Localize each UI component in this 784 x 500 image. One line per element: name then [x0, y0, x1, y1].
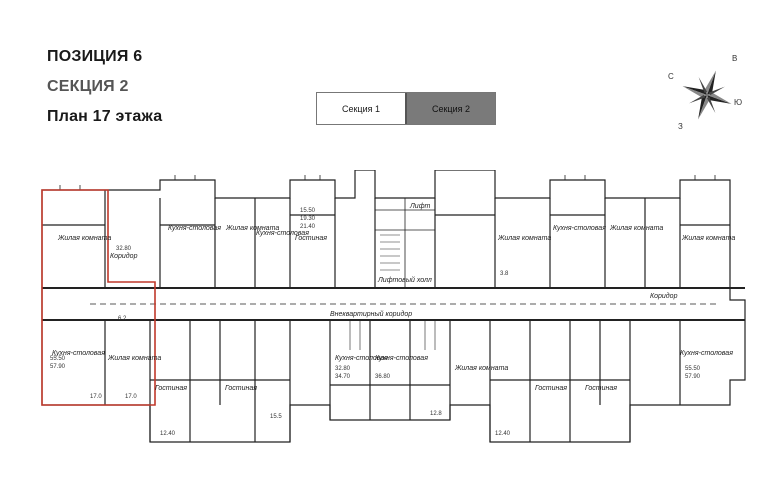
section-tabs: Секция 1 Секция 2: [316, 92, 496, 125]
label-living-7: Жилая комната: [454, 365, 508, 372]
label-kitchen-3: Кухня-столовая: [553, 225, 606, 232]
label-kitchen-4: Кухня-столовая: [52, 350, 105, 357]
label-kitchen-5: Кухня-столовая: [335, 355, 388, 362]
area-m: 57.90: [685, 374, 701, 380]
label-kitchen-7: Кухня-столовая: [680, 350, 733, 357]
area-b: 57.90: [50, 364, 66, 370]
label-kitchen-2: Кухня-столовая: [256, 230, 309, 237]
label-elevator: Лифт: [409, 203, 431, 210]
floor-plan-title: План 17 этажа: [47, 108, 163, 125]
area-l: 55.50: [685, 366, 701, 372]
area-j: 12.40: [160, 431, 176, 437]
area-a: 55.50: [50, 356, 66, 362]
area-h: 34.70: [335, 374, 351, 380]
compass-south: Ю: [734, 98, 743, 107]
compass-north: С: [668, 72, 674, 81]
compass-west: З: [678, 122, 683, 131]
tab-section-1[interactable]: Секция 1: [341, 103, 380, 114]
area-c: 32.80: [116, 246, 132, 252]
compass-east: В: [732, 54, 738, 63]
area-g: 32.80: [335, 366, 351, 372]
position-title: ПОЗИЦИЯ 6: [47, 48, 143, 65]
tab-section-2[interactable]: Секция 2: [405, 93, 495, 124]
label-lift-hall: Лифтовый холл: [377, 276, 432, 284]
area-o: 17.0: [125, 394, 137, 400]
area-q: 12.8: [430, 411, 442, 417]
label-corridor-1: Коридор: [110, 252, 138, 260]
area-i: 36.80: [375, 374, 391, 380]
compass-rose-icon: [682, 70, 732, 120]
floor-plan: Жилая комната Кухня-столовая Жилая комна…: [41, 170, 746, 443]
area-e: 19.30: [300, 216, 316, 222]
section-title: СЕКЦИЯ 2: [47, 78, 129, 95]
label-guest-2: Гостиная: [155, 385, 187, 392]
label-guest-3: Гостиная: [225, 385, 257, 392]
label-living-6: Жилая комната: [107, 355, 161, 362]
label-living-2: Жилая комната: [225, 225, 279, 232]
area-k: 12.40: [495, 431, 511, 437]
label-floor-corridor: Внеквартирный коридор: [330, 310, 412, 318]
label-living-4: Жилая комната: [609, 225, 663, 232]
label-kitchen-1: Кухня-столовая: [168, 225, 221, 232]
label-guest-5: Гостиная: [585, 385, 617, 392]
area-p: 15.5: [270, 414, 282, 420]
highlighted-apartment[interactable]: [41, 189, 156, 406]
area-d: 15.50: [300, 208, 316, 214]
area-f: 21.40: [300, 224, 316, 230]
area-r: 6.2: [118, 316, 127, 322]
label-guest-4: Гостиная: [535, 385, 567, 392]
compass: С В Ю З: [668, 54, 743, 131]
area-s: 3.8: [500, 271, 509, 277]
area-n: 17.0: [90, 394, 102, 400]
label-living-5: Жилая комната: [681, 235, 735, 242]
label-kitchen-6: Кухня-столовая: [375, 355, 428, 362]
label-living-1: Жилая комната: [57, 235, 111, 242]
label-guest-1: Гостиная: [295, 235, 327, 242]
label-corridor-2: Коридор: [650, 292, 678, 300]
label-living-3: Жилая комната: [497, 235, 551, 242]
